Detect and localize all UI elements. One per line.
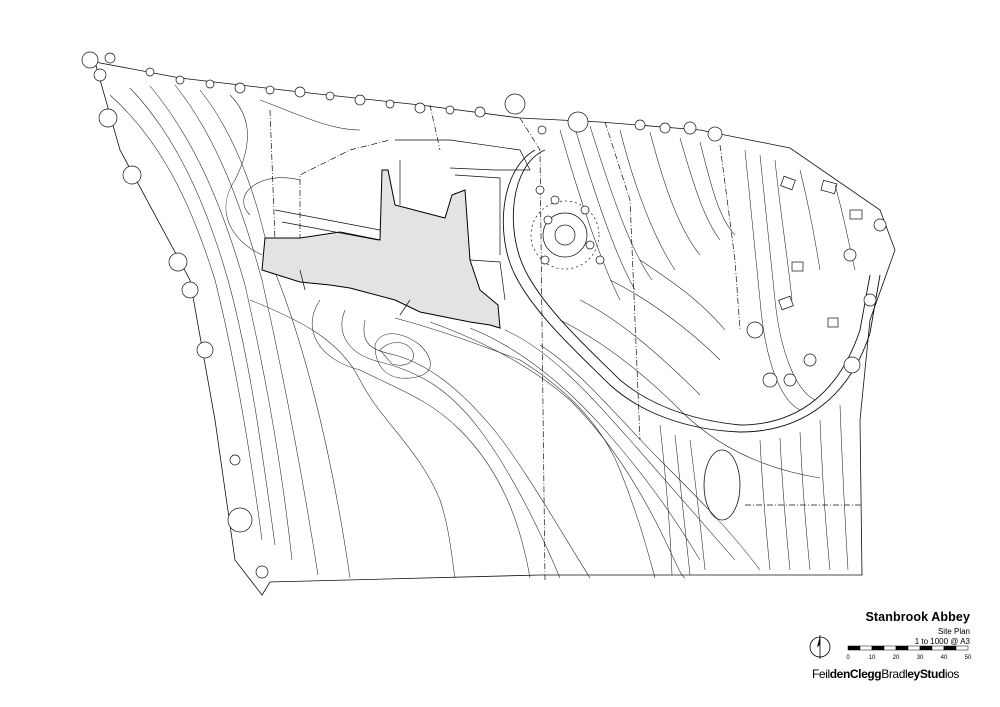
tree-icon <box>414 102 426 114</box>
site-boundary <box>94 61 896 596</box>
tree-icon <box>181 281 199 299</box>
tree-icon <box>229 454 241 466</box>
tree-icon <box>145 67 155 77</box>
tree-icon <box>196 341 214 359</box>
tree-icon <box>550 195 560 205</box>
tree-icon <box>354 94 366 106</box>
tree-icon <box>873 218 887 232</box>
scale-bar-tick-label: 10 <box>869 655 876 661</box>
drawing-scale: 1 to 1000 @ A3 <box>914 637 970 646</box>
tree-icon <box>580 205 590 215</box>
tree-icon <box>234 82 246 94</box>
studio-wordmark-part: Stud <box>919 667 945 681</box>
scale-bar-segment <box>859 645 873 651</box>
scale-bar-segment <box>919 645 933 651</box>
tree-icon <box>762 372 778 388</box>
tree-icon <box>474 106 486 118</box>
tree-icon <box>707 126 723 142</box>
tree-icon <box>93 68 107 82</box>
tree-icon <box>98 108 118 128</box>
tree-icon <box>803 353 817 367</box>
tree-icon <box>255 565 269 579</box>
tree-icon <box>659 122 671 134</box>
tree-icon <box>265 85 275 95</box>
scale-bar-segment <box>847 645 861 651</box>
access-road <box>502 149 881 433</box>
scale-bar-segment <box>871 645 885 651</box>
tree-icon <box>863 293 877 307</box>
tree-icon <box>81 51 887 579</box>
oval-lawn <box>703 449 741 521</box>
tree-icon <box>385 99 395 109</box>
studio-wordmark: FeildenCleggBradleyStudios <box>812 667 959 681</box>
tree-icon <box>168 252 188 272</box>
studio-wordmark-part: ey <box>907 667 920 681</box>
studio-wordmark-part: ios <box>944 667 960 681</box>
scale-bar-segment <box>943 645 957 651</box>
studio-wordmark-part: Clegg <box>849 667 882 681</box>
tree-icon <box>535 185 545 195</box>
tree-icon <box>227 507 253 533</box>
studio-wordmark-part: Bradl <box>881 667 908 681</box>
tree-icon <box>585 240 595 250</box>
tree-icon <box>843 248 857 262</box>
outbuildings <box>778 175 863 328</box>
tree-icon <box>543 215 553 225</box>
studio-wordmark-part: den <box>829 667 851 681</box>
scale-bar-tick-label: 30 <box>917 655 924 661</box>
tree-icon <box>843 356 861 374</box>
tree-icon <box>122 165 142 185</box>
drawing-name: Site Plan <box>937 627 970 636</box>
scale-bar-tick-label: 20 <box>893 655 900 661</box>
tree-icon <box>537 125 547 135</box>
tree-icon <box>445 105 455 115</box>
scale-bar-tick-label: 0 <box>846 655 850 661</box>
circular-garden <box>530 200 600 270</box>
tree-icon <box>504 93 526 115</box>
tree-icon <box>294 86 306 98</box>
field-boundaries <box>269 104 862 581</box>
scale-bar: 0 10 20 30 40 50 <box>846 645 972 661</box>
scale-bar-tick-label: 50 <box>965 655 972 661</box>
scale-bar-segment <box>883 645 897 651</box>
scale-bar-segment <box>907 645 921 651</box>
tree-icon <box>540 255 550 265</box>
scale-bar-tick-label: 40 <box>941 655 948 661</box>
tree-icon <box>81 51 99 69</box>
tree-icon <box>104 52 116 64</box>
tree-icon <box>205 79 215 89</box>
tree-icon <box>175 75 185 85</box>
tree-icon <box>325 91 335 101</box>
scale-bar-segment <box>895 645 909 651</box>
tree-icon <box>634 119 646 131</box>
north-arrow-icon <box>809 635 831 659</box>
tree-icon <box>746 321 764 339</box>
contour-lines <box>109 84 856 579</box>
tree-icon <box>683 121 697 135</box>
title-block: Stanbrook Abbey Site Plan 1 to 1000 @ A3 <box>770 610 970 646</box>
scale-bar-segment <box>931 645 945 651</box>
tree-icon <box>567 111 589 133</box>
tree-icon <box>595 255 605 265</box>
studio-wordmark-part: Feil <box>812 667 830 681</box>
scale-bar-segment <box>955 645 969 651</box>
tree-icon <box>783 373 797 387</box>
abbey-building <box>261 169 501 329</box>
paved-areas <box>274 139 531 316</box>
project-title: Stanbrook Abbey <box>865 610 970 624</box>
